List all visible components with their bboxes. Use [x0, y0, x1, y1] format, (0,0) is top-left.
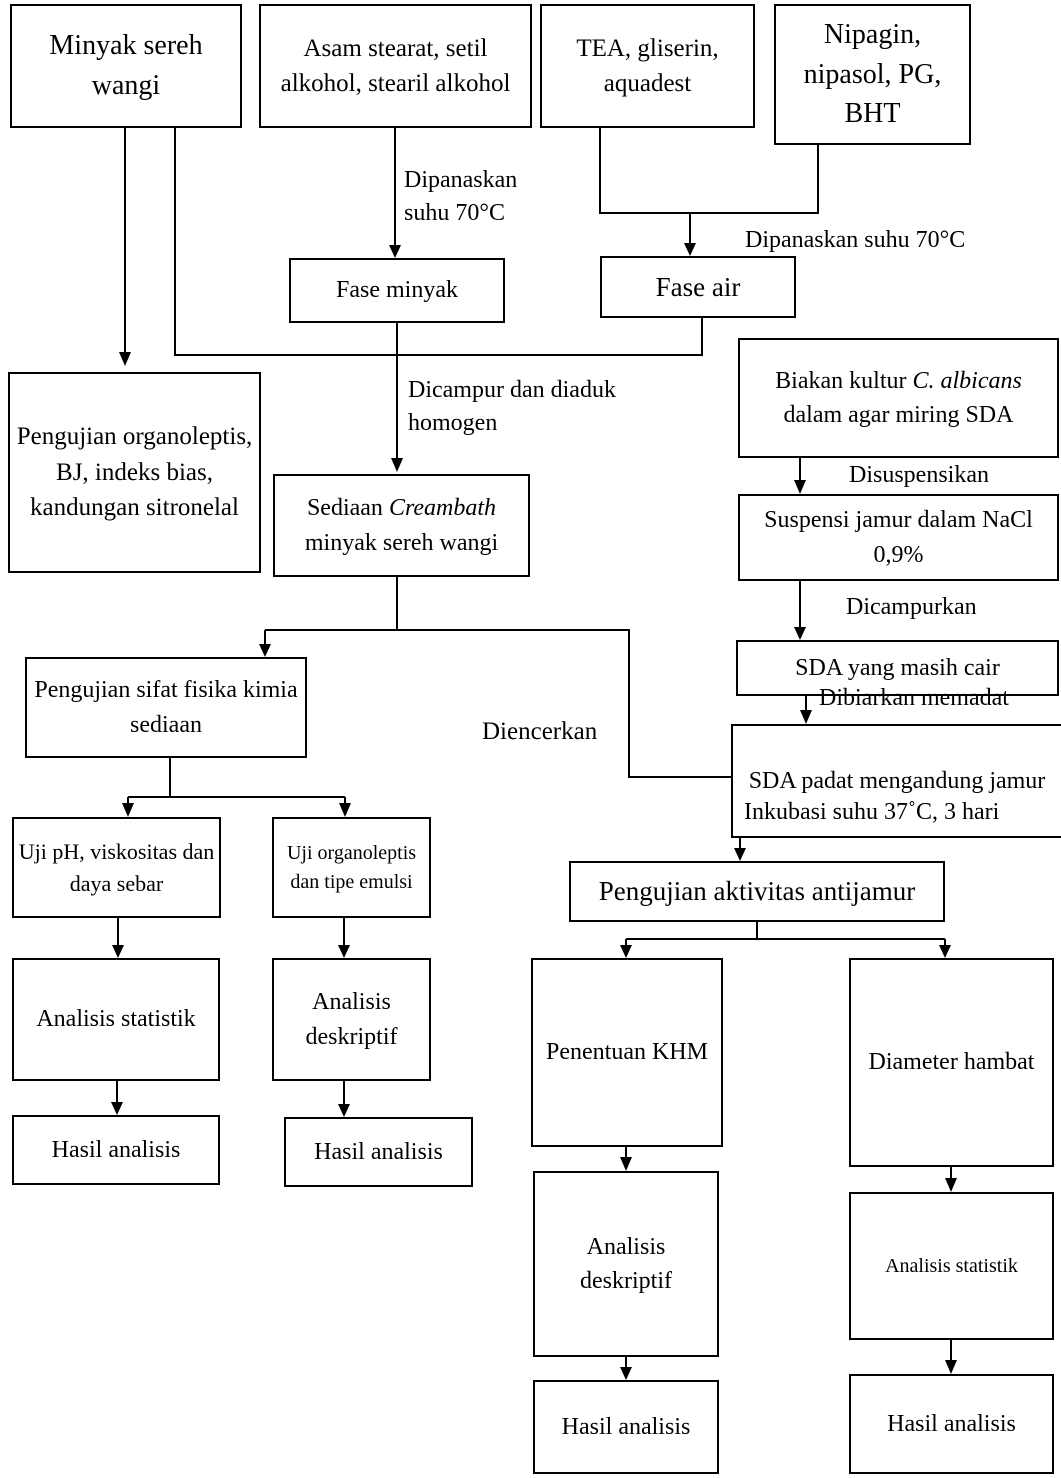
label-diencerkan: Diencerkan — [482, 718, 598, 745]
box-pengujian-organoleptis: Pengujian organoleptis, BJ, indeks bias,… — [8, 372, 261, 573]
label-dibiarkan-memadat: Dibiarkan memadat — [819, 685, 1009, 711]
label-dipanaskan-2: Dipanaskan suhu 70°C — [745, 227, 966, 253]
box-text: Pengujian sifat fisika kimia sediaan — [34, 677, 298, 738]
arrowhead — [734, 848, 746, 861]
box-hasil-analisis-2: Hasil analisis — [284, 1117, 473, 1187]
arrowhead — [684, 243, 696, 256]
arrowhead — [794, 480, 806, 494]
box-text: TEA, gliserin, aquadest — [576, 34, 719, 98]
box-asam-stearat: Asam stearat, setil alkohol, stearil alk… — [259, 4, 532, 128]
box-text: Hasil analisis — [887, 1410, 1016, 1437]
box-text: Analisis statistik — [885, 1254, 1018, 1277]
label-dipanaskan-1a: Dipanaskan — [404, 167, 518, 193]
arrowhead — [259, 644, 271, 657]
box-suspensi-jamur: Suspensi jamur dalam NaCl 0,9% — [738, 494, 1059, 581]
label-disuspensikan: Disuspensikan — [849, 462, 989, 488]
box-text: Analisis deskriptif — [580, 1233, 672, 1294]
biakan-species-name: albicans — [940, 367, 1022, 394]
box-fase-minyak: Fase minyak — [289, 258, 505, 323]
box-sda-cair: SDA yang masih cair — [736, 640, 1059, 696]
box-text: Diameter hambat — [868, 1049, 1035, 1076]
arrowhead — [339, 803, 351, 817]
box-text: Sediaan Creambath minyak sereh wangi — [279, 491, 524, 559]
biakan-text-1: Biakan kultur — [775, 367, 913, 394]
box-text: SDA yang masih cair — [795, 654, 1000, 681]
label-dipanaskan-1b: suhu 70°C — [404, 200, 505, 226]
box-analisis-statistik-left: Analisis statistik — [12, 958, 220, 1081]
box-analisis-statistik-right: Analisis statistik — [849, 1192, 1054, 1340]
box-text: Hasil analisis — [561, 1413, 691, 1440]
arrowhead — [945, 1178, 957, 1192]
arrowhead — [620, 1157, 632, 1171]
label-inkubasi: Inkubasi suhu 37˚C, 3 hari — [744, 799, 1000, 825]
box-text: Analisis deskriptif — [305, 989, 398, 1050]
box-text: Uji organoleptis dan tipe emulsi — [286, 842, 417, 893]
box-text: Hasil analisis — [51, 1136, 181, 1163]
box-text: Pengujian aktivitas antijamur — [598, 876, 916, 907]
box-diameter-hambat: Diameter hambat — [849, 958, 1054, 1167]
box-penentuan-khm: Penentuan KHM — [531, 958, 723, 1147]
box-text: Minyak sereh wangi — [49, 30, 203, 101]
box-text: Asam stearat, setil alkohol, stearil alk… — [280, 34, 511, 98]
box-text: SDA padat mengandung jamur — [748, 767, 1046, 794]
arrowhead — [794, 627, 806, 640]
box-text: Uji pH, viskositas dan daya sebar — [18, 839, 215, 896]
arrowhead — [119, 352, 131, 366]
box-sda-padat: SDA padat mengandung jamur — [731, 724, 1061, 838]
box-pengujian-antijamur: Pengujian aktivitas antijamur — [569, 861, 945, 922]
box-sediaan-creambath: Sediaan Creambath minyak sereh wangi — [273, 474, 530, 577]
box-nipagin: Nipagin, nipasol, PG, BHT — [774, 4, 971, 145]
arrowhead — [391, 458, 403, 472]
box-text: Pengujian organoleptis, BJ, indeks bias,… — [16, 423, 253, 522]
arrowhead — [620, 1367, 632, 1380]
box-hasil-analisis-3: Hasil analisis — [533, 1380, 719, 1474]
box-hasil-analisis-1: Hasil analisis — [12, 1115, 220, 1185]
arrowhead — [620, 945, 632, 958]
box-hasil-analisis-4: Hasil analisis — [849, 1374, 1054, 1474]
box-fase-air: Fase air — [600, 256, 796, 318]
arrowhead — [122, 803, 134, 817]
label-dicampur-b: homogen — [408, 410, 498, 436]
box-text: Fase minyak — [336, 277, 458, 304]
box-tea-gliserin: TEA, gliserin, aquadest — [540, 4, 755, 128]
box-text: Hasil analisis — [314, 1138, 443, 1165]
biakan-species-genus: C. — [912, 367, 935, 394]
box-pengujian-sifat-fisika: Pengujian sifat fisika kimia sediaan — [25, 657, 307, 758]
sediaan-text-2: minyak sereh wangi — [304, 529, 499, 556]
box-text: Penentuan KHM — [546, 1039, 708, 1066]
box-text: Fase air — [655, 271, 741, 302]
box-uji-organoleptis: Uji organoleptis dan tipe emulsi — [272, 817, 431, 918]
arrowhead — [338, 945, 350, 958]
arrowhead — [939, 945, 951, 958]
sediaan-text-1: Sediaan — [306, 495, 389, 522]
arrowhead — [389, 245, 401, 258]
label-dicampur-a: Dicampur dan diaduk — [408, 377, 616, 403]
box-text: Suspensi jamur dalam NaCl 0,9% — [764, 507, 1033, 568]
sediaan-creambath: Creambath — [388, 495, 497, 522]
box-uji-ph: Uji pH, viskositas dan daya sebar — [12, 817, 221, 918]
label-dicampurkan: Dicampurkan — [846, 594, 977, 620]
box-text: Biakan kultur C. albicans dalam agar mir… — [744, 364, 1053, 432]
box-analisis-deskriptif-right: Analisis deskriptif — [533, 1171, 719, 1357]
arrowhead — [945, 1360, 957, 1374]
box-minyak-sereh-wangi: Minyak sereh wangi — [10, 4, 242, 128]
arrowhead — [111, 1102, 123, 1115]
box-text: Nipagin, nipasol, PG, BHT — [803, 18, 942, 130]
biakan-text-2: dalam agar miring SDA — [783, 402, 1014, 428]
arrowhead — [112, 945, 124, 958]
box-text: Analisis statistik — [36, 1006, 196, 1033]
arrowhead — [800, 710, 812, 724]
box-analisis-deskriptif-left: Analisis deskriptif — [272, 958, 431, 1081]
box-biakan-kultur: Biakan kultur C. albicans dalam agar mir… — [738, 338, 1059, 458]
arrowhead — [338, 1104, 350, 1117]
